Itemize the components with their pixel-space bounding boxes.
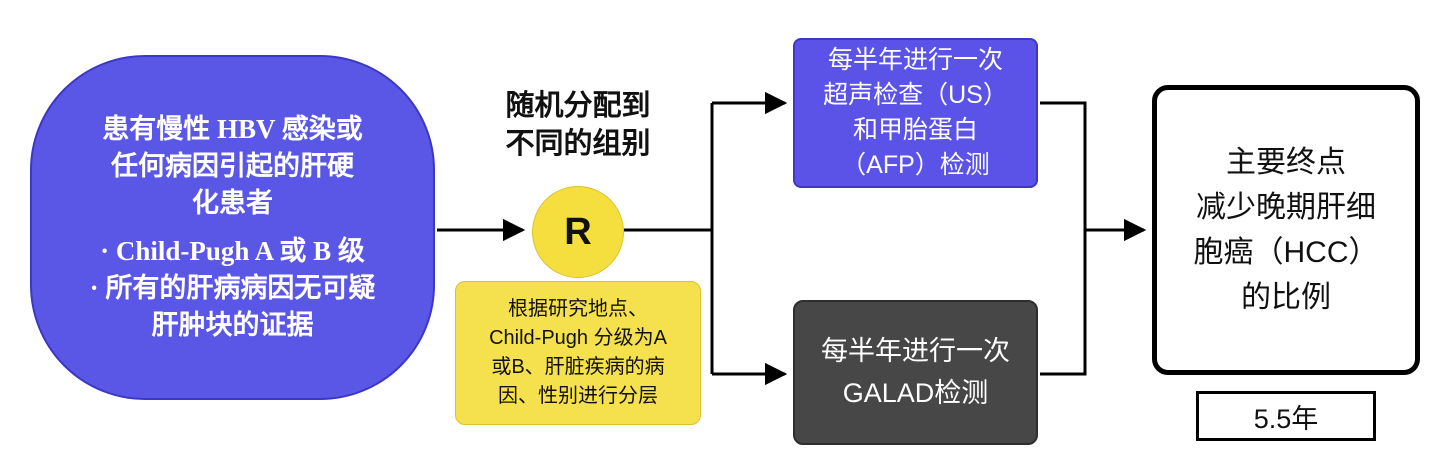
duration-text: 5.5年 xyxy=(1253,403,1319,434)
population-bullets: · Child-Pugh A 或 B 级 · 所有的肝病病因无可疑 肝肿块的证据 xyxy=(89,235,376,341)
stratification-text: 根据研究地点、 Child-Pugh 分级为A 或B、肝脏疾病的病 因、性别进行… xyxy=(489,298,667,407)
randomization-r-symbol: R xyxy=(564,210,592,253)
endpoint-text: 主要终点 减少晚期肝细 胞癌（HCC） 的比例 xyxy=(1193,146,1379,314)
randomization-label: 随机分配到 不同的组别 xyxy=(505,90,651,160)
arm-us-afp-box: 每半年进行一次 超声检查（US） 和甲胎蛋白 （AFP）检测 xyxy=(793,38,1038,188)
arrow-merge-to-endpoint xyxy=(1040,101,1147,242)
duration-box: 5.5年 xyxy=(1196,391,1376,441)
randomization-circle: R xyxy=(532,186,624,278)
endpoint-box: 主要终点 减少晚期肝细 胞癌（HCC） 的比例 xyxy=(1152,85,1420,375)
population-heading: 患有慢性 HBV 感染或 任何病因引起的肝硬 化患者 xyxy=(102,113,363,219)
arm-galad-box: 每半年进行一次 GALAD检测 xyxy=(793,300,1038,445)
population-box: 患有慢性 HBV 感染或 任何病因引起的肝硬 化患者 · Child-Pugh … xyxy=(30,55,435,400)
arm-us-afp-text: 每半年进行一次 超声检查（US） 和甲胎蛋白 （AFP）检测 xyxy=(823,46,1008,179)
line-galad-to-merge xyxy=(1040,230,1087,376)
stratification-box: 根据研究地点、 Child-Pugh 分级为A 或B、肝脏疾病的病 因、性别进行… xyxy=(455,281,701,425)
arm-galad-text: 每半年进行一次 GALAD检测 xyxy=(821,335,1010,408)
